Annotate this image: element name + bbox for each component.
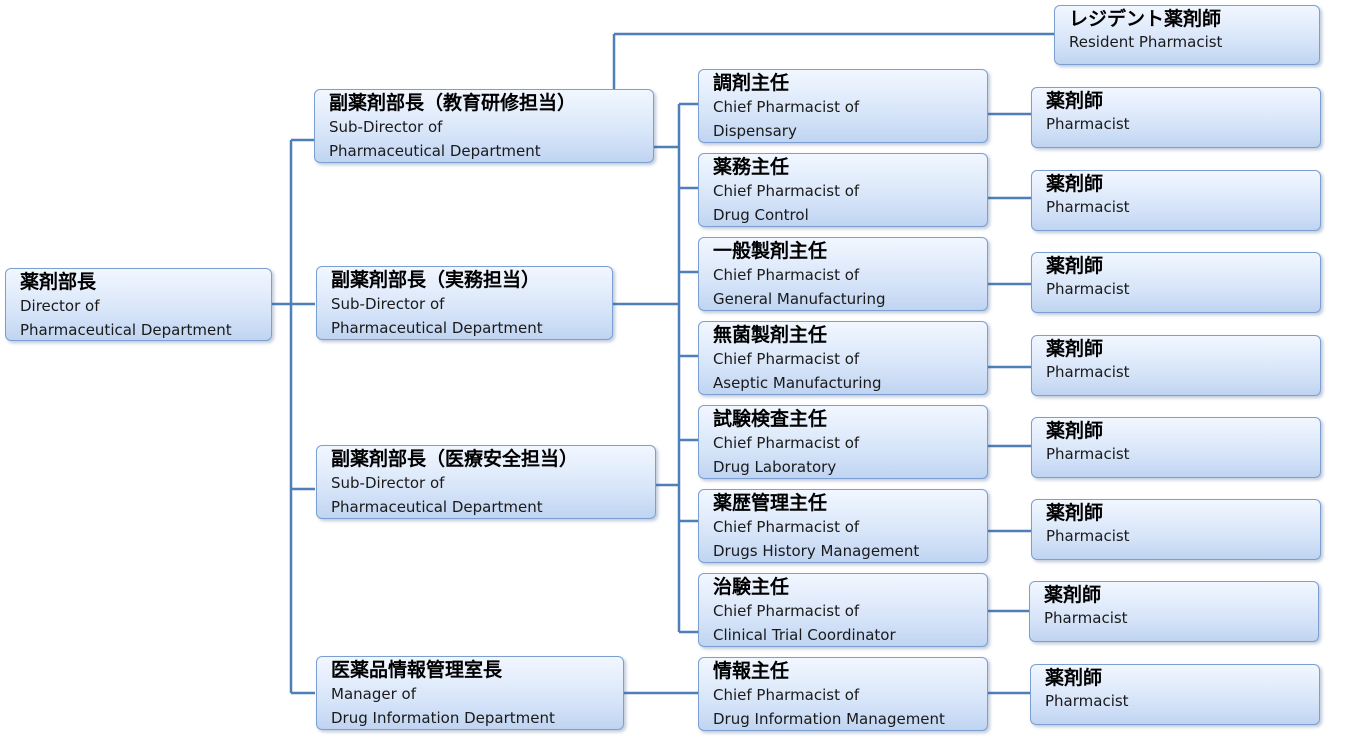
subdirector-title-jp: 副薬剤部長（教育研修担当）: [329, 92, 577, 114]
pharmacist-title-jp: 薬剤師: [1046, 90, 1104, 112]
pharmacist-box: 薬剤師 Pharmacist: [1031, 252, 1321, 313]
director-title-jp: 薬剤部長: [20, 271, 97, 293]
pharmacist-box: 薬剤師 Pharmacist: [1029, 581, 1319, 642]
chief-title-en-line1: Chief Pharmacist of: [713, 434, 860, 452]
chief-title-jp: 調剤主任: [713, 72, 790, 94]
pharmacist-title-en: Pharmacist: [1045, 692, 1129, 710]
chief-title-en-line2: Drug Information Management: [713, 710, 945, 728]
subdirector-title-jp: 副薬剤部長（実務担当）: [331, 269, 541, 291]
subdirector-box-practice: 副薬剤部長（実務担当） Sub-Director of Pharmaceutic…: [316, 266, 613, 340]
director-title-en-line2: Pharmaceutical Department: [20, 321, 232, 339]
subdirector-box-safety: 副薬剤部長（医療安全担当） Sub-Director of Pharmaceut…: [316, 445, 656, 519]
chief-title-jp: 情報主任: [713, 660, 790, 682]
di-manager-title-en-line1: Manager of: [331, 685, 416, 703]
chief-title-en-line1: Chief Pharmacist of: [713, 266, 860, 284]
chief-title-en-line2: Aseptic Manufacturing: [713, 374, 882, 392]
subdirector-title-en-line1: Sub-Director of: [331, 474, 445, 492]
pharmacist-box: 薬剤師 Pharmacist: [1031, 335, 1321, 396]
pharmacist-title-en: Pharmacist: [1046, 198, 1130, 216]
pharmacist-box: 薬剤師 Pharmacist: [1031, 87, 1321, 148]
chief-title-en-line1: Chief Pharmacist of: [713, 182, 860, 200]
resident-pharmacist-box: レジデント薬剤師 Resident Pharmacist: [1054, 5, 1320, 65]
resident-title-jp: レジデント薬剤師: [1069, 8, 1222, 30]
pharmacist-title-en: Pharmacist: [1046, 280, 1130, 298]
di-manager-box: 医薬品情報管理室長 Manager of Drug Information De…: [316, 656, 624, 730]
chief-title-en-line2: Clinical Trial Coordinator: [713, 626, 896, 644]
pharmacist-title-jp: 薬剤師: [1045, 667, 1103, 689]
chief-title-en-line2: Drug Laboratory: [713, 458, 837, 476]
chief-box-drug-information: 情報主任 Chief Pharmacist of Drug Informatio…: [698, 657, 988, 731]
pharmacist-title-en: Pharmacist: [1046, 445, 1130, 463]
chief-title-en-line1: Chief Pharmacist of: [713, 98, 860, 116]
chief-title-jp: 治験主任: [713, 576, 790, 598]
chief-title-en-line2: Drug Control: [713, 206, 809, 224]
chief-title-jp: 薬務主任: [713, 156, 790, 178]
di-manager-title-en-line2: Drug Information Department: [331, 709, 555, 727]
pharmacist-title-en: Pharmacist: [1046, 115, 1130, 133]
chief-box-drugs-history: 薬歴管理主任 Chief Pharmacist of Drugs History…: [698, 489, 988, 563]
pharmacist-title-en: Pharmacist: [1046, 527, 1130, 545]
pharmacist-box: 薬剤師 Pharmacist: [1031, 417, 1321, 478]
chief-title-jp: 試験検査主任: [713, 408, 828, 430]
pharmacist-box: 薬剤師 Pharmacist: [1031, 170, 1321, 231]
chief-title-en-line1: Chief Pharmacist of: [713, 350, 860, 368]
pharmacist-title-en: Pharmacist: [1044, 609, 1128, 627]
pharmacist-box: 薬剤師 Pharmacist: [1031, 499, 1321, 560]
chief-box-drug-laboratory: 試験検査主任 Chief Pharmacist of Drug Laborato…: [698, 405, 988, 479]
chief-box-clinical-trial: 治験主任 Chief Pharmacist of Clinical Trial …: [698, 573, 988, 647]
chief-title-en-line2: General Manufacturing: [713, 290, 886, 308]
resident-title-en: Resident Pharmacist: [1069, 33, 1223, 51]
chief-box-dispensary: 調剤主任 Chief Pharmacist of Dispensary: [698, 69, 988, 143]
chief-title-en-line1: Chief Pharmacist of: [713, 602, 860, 620]
pharmacist-title-jp: 薬剤師: [1046, 255, 1104, 277]
pharmacist-title-jp: 薬剤師: [1046, 173, 1104, 195]
pharmacist-title-jp: 薬剤師: [1046, 502, 1104, 524]
chief-title-en-line2: Dispensary: [713, 122, 797, 140]
chief-title-jp: 無菌製剤主任: [713, 324, 828, 346]
chief-title-en-line2: Drugs History Management: [713, 542, 920, 560]
pharmacist-title-jp: 薬剤師: [1046, 338, 1104, 360]
subdirector-title-en-line1: Sub-Director of: [331, 295, 445, 313]
chief-box-drug-control: 薬務主任 Chief Pharmacist of Drug Control: [698, 153, 988, 227]
chief-box-general-manufacturing: 一般製剤主任 Chief Pharmacist of General Manuf…: [698, 237, 988, 311]
subdirector-title-jp: 副薬剤部長（医療安全担当）: [331, 448, 579, 470]
subdirector-title-en-line2: Pharmaceutical Department: [331, 498, 543, 516]
chief-box-aseptic-manufacturing: 無菌製剤主任 Chief Pharmacist of Aseptic Manuf…: [698, 321, 988, 395]
subdirector-title-en-line2: Pharmaceutical Department: [331, 319, 543, 337]
director-title-en-line1: Director of: [20, 297, 100, 315]
chief-title-jp: 一般製剤主任: [713, 240, 828, 262]
director-box: 薬剤部長 Director of Pharmaceutical Departme…: [5, 268, 272, 341]
subdirector-title-en-line2: Pharmaceutical Department: [329, 142, 541, 160]
chief-title-jp: 薬歴管理主任: [713, 492, 828, 514]
pharmacist-title-jp: 薬剤師: [1046, 420, 1104, 442]
chief-title-en-line1: Chief Pharmacist of: [713, 518, 860, 536]
chief-title-en-line1: Chief Pharmacist of: [713, 686, 860, 704]
subdirector-title-en-line1: Sub-Director of: [329, 118, 443, 136]
pharmacist-title-en: Pharmacist: [1046, 363, 1130, 381]
pharmacist-title-jp: 薬剤師: [1044, 584, 1102, 606]
pharmacist-box: 薬剤師 Pharmacist: [1030, 664, 1320, 725]
subdirector-box-education: 副薬剤部長（教育研修担当） Sub-Director of Pharmaceut…: [314, 89, 654, 163]
di-manager-title-jp: 医薬品情報管理室長: [331, 659, 503, 681]
